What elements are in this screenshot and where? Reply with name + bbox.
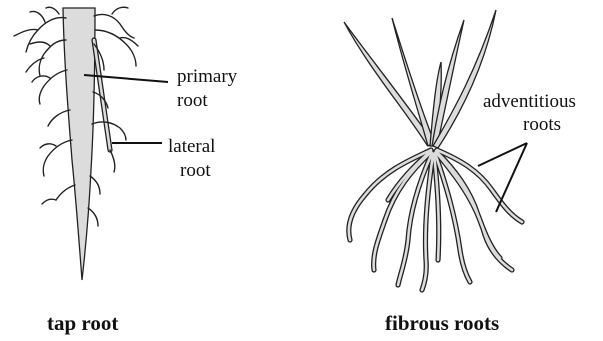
primary-root-leader [84, 75, 168, 82]
plant-leaves [344, 10, 496, 148]
fibrous-roots-caption: fibrous roots [385, 311, 499, 335]
lateral-root-label-line1: lateral [168, 136, 215, 157]
adventitious-leader-1 [478, 143, 527, 166]
primary-root-label-line1: primary [177, 66, 238, 87]
tap-root-illustration [14, 7, 168, 280]
adventitious-leader-2 [496, 143, 527, 212]
primary-root-shape [63, 8, 95, 280]
adventitious-roots-label-line1: adventitious [483, 91, 576, 112]
adventitious-roots-label-line2: roots [523, 114, 561, 135]
tap-root-caption: tap root [47, 311, 118, 335]
fibrous-root-illustration [344, 10, 527, 290]
primary-root-label-line2: root [177, 90, 208, 111]
fibrous-root-strands-inner [349, 150, 522, 290]
lateral-root-label-line2: root [180, 160, 211, 181]
